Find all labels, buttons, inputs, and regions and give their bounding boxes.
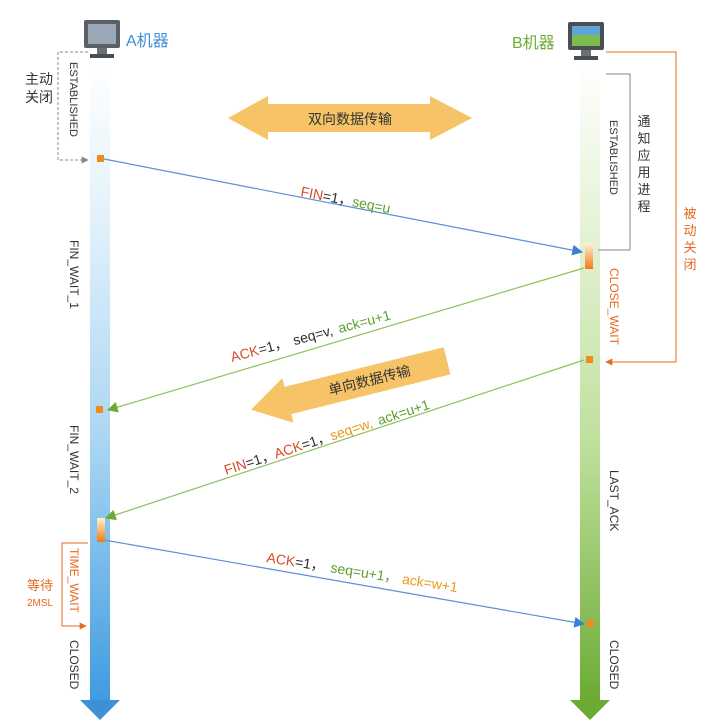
notify-char-6: 程	[637, 199, 650, 214]
active-close-line-1: 主动	[25, 71, 53, 87]
state-a-fin-wait-2: FIN_WAIT_2	[67, 425, 81, 494]
m2-part-1: ACK	[229, 342, 262, 365]
notify-app-bracket	[598, 73, 631, 251]
monitor-icon	[84, 20, 120, 58]
event-marker-a-fin	[97, 155, 104, 162]
state-a-time-wait: TIME_WAIT	[67, 548, 81, 614]
message-4-label: ACK=1，seq=u+1，ack=w+1	[266, 549, 460, 595]
message-line-4	[103, 539, 586, 628]
state-a-fin-wait-1: FIN_WAIT_1	[67, 240, 81, 309]
m1-part-3: seq=u	[351, 193, 392, 216]
m3-part-5: seq=w,	[328, 415, 375, 444]
m3-part-1: FIN	[222, 456, 248, 478]
m2-part-4: ack=u+1	[336, 307, 392, 336]
passive-char-2: 动	[683, 223, 696, 238]
state-b-closed: CLOSED	[607, 640, 621, 690]
active-close-line-2: 关闭	[25, 89, 53, 105]
bidirectional-band: 双向数据传输	[228, 96, 472, 140]
state-a-established: ESTABLISHED	[67, 62, 79, 137]
state-b-last-ack: LAST_ACK	[607, 470, 621, 531]
monitor-icon	[568, 22, 604, 60]
m2-part-2: =1，	[256, 334, 289, 357]
message-line-3	[104, 359, 585, 521]
message-3-label: FIN=1，ACK=1，seq=w,ack=u+1	[222, 396, 432, 478]
m4-part-2: =1，	[294, 554, 326, 574]
machine-b-label: B机器	[512, 34, 555, 52]
m3-part-6: ack=u+1	[375, 396, 431, 428]
message-line-1	[103, 158, 584, 256]
event-marker-a-ack	[96, 406, 103, 413]
message-2-label: ACK=1，seq=v,ack=u+1	[229, 307, 393, 365]
event-marker-b-fin	[586, 356, 593, 363]
notify-char-1: 通	[637, 114, 650, 129]
machine-a-label: A机器	[126, 32, 169, 50]
wait-2msl-bracket	[61, 542, 88, 630]
notify-char-5: 进	[637, 182, 650, 197]
wait-label: 等待	[27, 578, 53, 593]
event-marker-b-ack-recv	[587, 620, 594, 627]
m1-part-2: =1，	[322, 188, 354, 209]
state-a-closed: CLOSED	[67, 640, 81, 690]
passive-close-bracket	[605, 51, 677, 366]
bidirectional-label: 双向数据传输	[308, 111, 392, 127]
notify-char-4: 用	[637, 165, 650, 180]
m1-part-1: FIN	[299, 183, 324, 203]
message-line-2	[106, 267, 585, 413]
event-bar-a-fin-recv	[97, 518, 105, 542]
unidirectional-band: 单向数据传输	[251, 347, 451, 423]
msl-label: 2MSL	[27, 598, 54, 609]
timeline-b	[570, 60, 610, 720]
state-b-established: ESTABLISHED	[607, 120, 619, 195]
notify-char-2: 知	[637, 131, 650, 146]
notify-char-3: 应	[637, 148, 650, 163]
state-b-close-wait: CLOSE_WAIT	[607, 268, 621, 346]
passive-char-1: 被	[683, 206, 696, 221]
message-1-label: FIN=1，seq=u	[299, 183, 391, 216]
passive-char-3: 关	[683, 240, 696, 255]
passive-char-4: 闭	[683, 257, 696, 272]
m4-part-1: ACK	[266, 549, 298, 569]
active-close-bracket	[57, 51, 89, 164]
event-bar-b-fin-recv	[585, 243, 593, 269]
m4-part-4: ack=w+1	[401, 571, 459, 596]
